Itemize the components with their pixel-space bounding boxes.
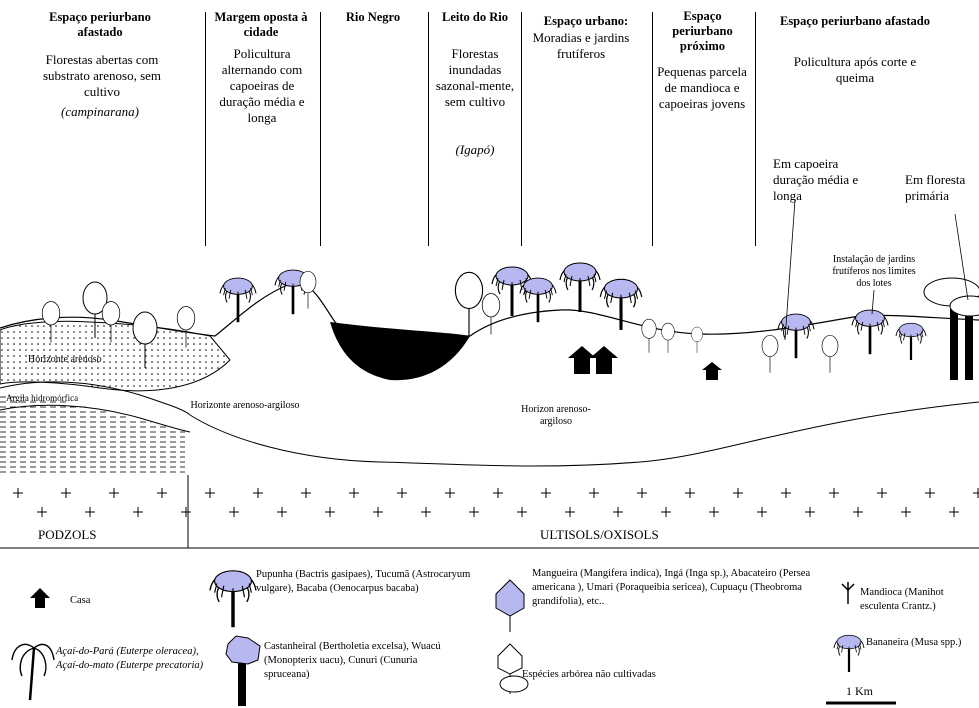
zone-divider: [320, 12, 321, 246]
bedrock-plus-mark: [445, 488, 455, 498]
bedrock-plus-mark: [349, 488, 359, 498]
zone-1-note: (campinarana): [61, 104, 139, 119]
soil-order-ultisols: ULTISOLS/OXISOLS: [540, 527, 659, 542]
zone-divider: [428, 12, 429, 246]
zone-5-title: Espaço urbano:: [543, 14, 629, 28]
annotation-capoeira: Em capoeira duração média e longa: [773, 156, 859, 203]
annotation-instalacao: Instalação de jardins frutíferos nos lim…: [832, 254, 916, 289]
acai-palm-icon: [11, 643, 55, 701]
soil-label-horizonte-arenoso: Horizonte arenoso: [28, 354, 102, 365]
legend-casa: Casa: [70, 595, 91, 606]
zone-5-desc: Moradias e jardins frutíferos: [532, 30, 630, 61]
bedrock-plus-mark: [133, 507, 143, 517]
zone-2-desc: Policultura alternando com capoeiras de …: [219, 46, 305, 125]
bedrock-plus-mark: [709, 507, 719, 517]
zone-divider: [652, 12, 653, 246]
bedrock-plus-mark: [61, 488, 71, 498]
bedrock-plus-mark: [469, 507, 479, 517]
bananeira-icon: [832, 634, 866, 674]
annotation-floresta: Em floresta primária: [905, 172, 966, 203]
bedrock-plus-mark: [301, 488, 311, 498]
bedrock-plus-mark: [973, 488, 979, 498]
bedrock-plus-mark: [589, 488, 599, 498]
soil-order-podzols: PODZOLS: [38, 527, 97, 542]
zone-2-title: Margem oposta à cidade: [214, 10, 308, 39]
bedrock-plus-mark: [517, 507, 527, 517]
bedrock-plus-mark: [277, 507, 287, 517]
primary-forest: [923, 277, 979, 380]
mangueira-tree-icon: [495, 579, 525, 632]
bedrock-plus-mark: [877, 488, 887, 498]
bedrock-plus-mark: [661, 507, 671, 517]
wild-tree-icon: [497, 643, 529, 694]
legend-castanheiral: Castanheiral (Bertholetia excelsa), Wuac…: [264, 641, 441, 680]
bedrock-plus-mark: [685, 488, 695, 498]
bedrock-plus-mark: [829, 488, 839, 498]
bedrock-plus-mark: [205, 488, 215, 498]
bedrock-plus-mark: [37, 507, 47, 517]
zone-7-title: Espaço periurbano afastado: [779, 14, 931, 28]
bedrock-plus-mark: [373, 507, 383, 517]
bedrock-plus-mark: [949, 507, 959, 517]
pupunha-palm-icon: [208, 569, 258, 629]
bedrock-plus-mark: [853, 507, 863, 517]
zone-7-desc: Policultura após corte e queima: [793, 54, 917, 85]
bedrock-plus-mark: [757, 507, 767, 517]
zone-6-title: Espaço periurbano próximo: [672, 9, 733, 53]
zone-divider: [205, 12, 206, 246]
bedrock-plus-mark: [901, 507, 911, 517]
zone-divider: [521, 12, 522, 246]
castanheiral-tree-icon: [225, 635, 261, 706]
zone-4-note: (Igapó): [455, 142, 495, 157]
legend-especies: Espécies arbórea não cultivadas: [522, 669, 656, 680]
bedrock-plus-mark: [85, 507, 95, 517]
bedrock-plus-mark: [565, 507, 575, 517]
legend-pupunha: Pupunha (Bactris gasipaes), Tucumã (Astr…: [256, 569, 471, 594]
soil-label-arenoso-argiloso-1: Horizonte arenoso-argiloso: [190, 400, 300, 411]
bedrock-plus-mark: [397, 488, 407, 498]
zone-6-desc: Pequenas parcela de mandioca e capoeiras…: [657, 64, 747, 111]
mandioca-icon: [841, 582, 855, 604]
legend-mandioca: Mandioca (Manihot esculenta Crantz.): [860, 587, 944, 612]
bedrock-plus-mark: [157, 488, 167, 498]
zone-1-desc: Florestas abertas com substrato arenoso,…: [42, 52, 162, 99]
bedrock-plus-mark: [181, 507, 191, 517]
bedrock-plus-mark: [253, 488, 263, 498]
bedrock-plus-mark: [781, 488, 791, 498]
soil-label-arenoso-argiloso-2: Horizon arenoso-argiloso: [521, 404, 591, 427]
zone-1-title: Espaço periurbano afastado: [49, 10, 151, 39]
bedrock-plus-mark: [733, 488, 743, 498]
bedrock-plus-mark: [229, 507, 239, 517]
bedrock-plus-mark: [805, 507, 815, 517]
bedrock-plus-mark: [637, 488, 647, 498]
bedrock-plus-mark: [325, 507, 335, 517]
legend-scale-label: 1 Km: [846, 684, 873, 698]
bedrock-plus-mark: [109, 488, 119, 498]
legend-acai: Açaí-do-Pará (Euterpe oleracea), Açaí-do…: [56, 646, 204, 671]
legend-bananeira: Bananeira (Musa spp.): [866, 637, 962, 648]
bedrock-plus-mark: [541, 488, 551, 498]
bedrock-plus-mark: [925, 488, 935, 498]
bedrock-plus-mark: [421, 507, 431, 517]
soil-label-argila: Argila hidromórfica: [6, 393, 79, 403]
zone-4-title: Leito do Rio: [442, 10, 508, 24]
bedrock-plus-mark: [613, 507, 623, 517]
house-icon: [30, 588, 50, 608]
zone-4-desc: Florestas inundadas sazonal-mente, sem c…: [435, 46, 515, 109]
zone-3-title: Rio Negro: [345, 10, 401, 24]
bedrock-plus-mark: [13, 488, 23, 498]
bedrock-plus-mark: [493, 488, 503, 498]
legend-mangueira: Mangueira (Mangifera indica), Ingá (Inga…: [532, 568, 811, 607]
zone-divider: [755, 12, 756, 246]
